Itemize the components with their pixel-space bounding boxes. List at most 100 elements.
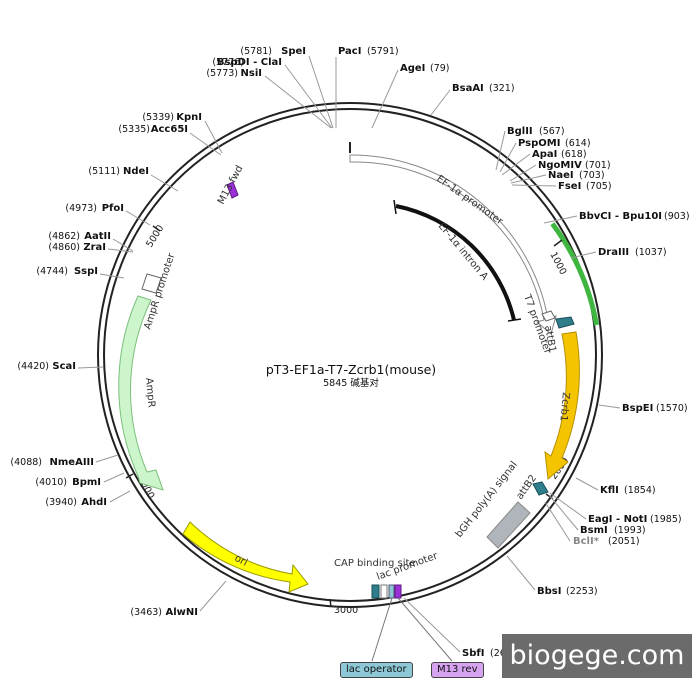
m13-rev-leader — [397, 597, 453, 662]
enzyme-pos-bsmi: (1993) — [614, 525, 646, 536]
enzyme-name-nmeaiii: NmeAIII — [50, 457, 94, 468]
watermark: biogege.com — [502, 634, 692, 678]
enzyme-name-clai: BspDI - ClaI — [217, 57, 282, 68]
enzyme-name-kpni: KpnI — [176, 112, 202, 123]
enzyme-name-ahdi: AhdI — [81, 497, 107, 508]
m13-fwd-marker — [226, 181, 239, 199]
leader-agei — [371, 69, 399, 129]
enzyme-pos-nmeaiii: (4088) — [10, 457, 42, 468]
attb1-label: attB1 — [542, 325, 558, 354]
lac-promoter-marker — [380, 584, 388, 599]
plasmid-title: pT3-EF1a-T7-Zcrb1(mouse) — [266, 362, 436, 377]
ori-label: ori — [233, 553, 250, 569]
ef1a-intron-start — [393, 199, 397, 215]
leader-nsii — [264, 75, 332, 129]
enzyme-pos-paci: (5791) — [367, 46, 399, 57]
enzyme-name-draiii: DraIII — [598, 247, 629, 258]
tick-5000 — [152, 225, 161, 232]
leader-kpni — [204, 120, 223, 154]
enzyme-name-bspei: BspEI — [622, 403, 653, 414]
enzyme-pos-sspi: (4744) — [36, 266, 68, 277]
leader-bbvci — [543, 215, 578, 224]
t7-promoter-arrow — [541, 310, 556, 322]
enzyme-pos-scai: (4420) — [17, 361, 49, 372]
enzyme-pos-clai: (5776) — [212, 57, 244, 68]
cap-label: CAP binding site — [334, 558, 416, 569]
leader-bglii — [495, 130, 506, 171]
leader-scai — [77, 366, 104, 369]
leader-zrai — [107, 248, 134, 253]
enzyme-name-pfoi: PfoI — [102, 203, 124, 214]
enzyme-name-kfli: KflI — [600, 485, 619, 496]
m13-rev-marker — [394, 584, 402, 599]
enzyme-name-alwni: AlwNI — [166, 607, 199, 618]
enzyme-name-zrai: ZraI — [83, 242, 106, 253]
enzyme-pos-pspomi: (614) — [565, 138, 591, 149]
leader-alwni — [199, 580, 227, 612]
attb1-marker — [555, 316, 575, 329]
enzyme-labels-left: (5781) SpeI (5776) BspDI - ClaI (5773) N… — [10, 46, 334, 618]
enzyme-pos-naei: (703) — [579, 170, 605, 181]
enzyme-pos-draiii: (1037) — [635, 247, 667, 258]
leader-fsei — [511, 184, 557, 187]
enzyme-name-sbfi: SbfI — [462, 648, 484, 659]
leader-pspomi — [499, 142, 517, 173]
tick-4000 — [125, 473, 134, 479]
ef1a-intron-label: EF-1α intron A — [436, 221, 490, 283]
enzyme-name-bpmi: BpmI — [72, 477, 101, 488]
enzyme-pos-bglii: (567) — [539, 126, 565, 137]
lac-operator-leader — [371, 597, 393, 662]
enzyme-pos-kfli: (1854) — [624, 485, 656, 496]
enzyme-name-nsii: NsiI — [241, 68, 262, 79]
leader-bpmi — [103, 472, 125, 483]
leader-bsmi — [548, 494, 579, 531]
leader-naei — [510, 174, 547, 184]
enzyme-name-bcli: BclI* — [573, 536, 600, 547]
leader-kfli — [575, 477, 599, 491]
m13-rev-tag: M13 rev — [431, 662, 484, 678]
enzyme-pos-sbfi: (268 — [490, 648, 512, 659]
zcrb1-arrow — [544, 331, 580, 480]
enzyme-pos-pfoi: (4973) — [65, 203, 97, 214]
backbone-outer — [97, 102, 603, 608]
ori-arrow — [182, 521, 309, 593]
leader-ndei — [150, 174, 179, 192]
enzyme-pos-ndei: (5111) — [88, 166, 120, 177]
leader-spei — [308, 55, 334, 129]
enzyme-pos-nsii: (5773) — [206, 68, 238, 79]
enzyme-pos-acc65i: (5335) — [118, 124, 150, 135]
lac-operator-marker — [388, 584, 395, 599]
enzyme-name-agei: AgeI — [400, 63, 425, 74]
enzyme-name-bsaai: BsaAI — [452, 83, 484, 94]
leader-nmeaiii — [95, 454, 119, 463]
enzyme-name-bsmi: BsmI — [580, 525, 608, 536]
ef1a-exon-segment — [550, 222, 600, 326]
tick-label-1000: 1000 — [547, 250, 568, 277]
enzyme-name-naei: NaeI — [548, 170, 574, 181]
enzyme-name-pspomi: PspOMI — [518, 138, 560, 149]
enzyme-name-ngomiv: NgoMIV — [538, 160, 582, 171]
leader-pfoi — [125, 210, 151, 226]
enzyme-pos-fsei: (705) — [586, 181, 612, 192]
zcrb1-label: Zcrb1 — [557, 392, 571, 422]
enzyme-name-spei: SpeI — [281, 46, 306, 57]
backbone-inner — [103, 108, 597, 602]
leader-noti — [549, 492, 587, 520]
tick-3000 — [329, 598, 332, 608]
enzyme-pos-noti: (1985) — [650, 514, 682, 525]
cap-binding-marker — [371, 584, 380, 599]
enzyme-pos-spei: (5781) — [240, 46, 272, 57]
ef1a-promoter-arrow — [349, 154, 557, 335]
enzyme-name-apai: ApaI — [532, 149, 557, 160]
leader-acc65i — [189, 132, 222, 156]
enzyme-name-acc65i: Acc65I — [151, 124, 188, 135]
ampr-promoter-arrow — [141, 273, 162, 294]
enzyme-name-sspi: SspI — [74, 266, 98, 277]
enzyme-name-bbvci: BbvCI - Bpu10I — [579, 211, 662, 222]
enzyme-pos-bbsi: (2253) — [566, 586, 598, 597]
enzyme-pos-apai: (618) — [561, 149, 587, 160]
leader-ahdi — [109, 490, 131, 503]
leader-bspei — [598, 404, 621, 409]
leader-ngomiv — [509, 164, 537, 182]
